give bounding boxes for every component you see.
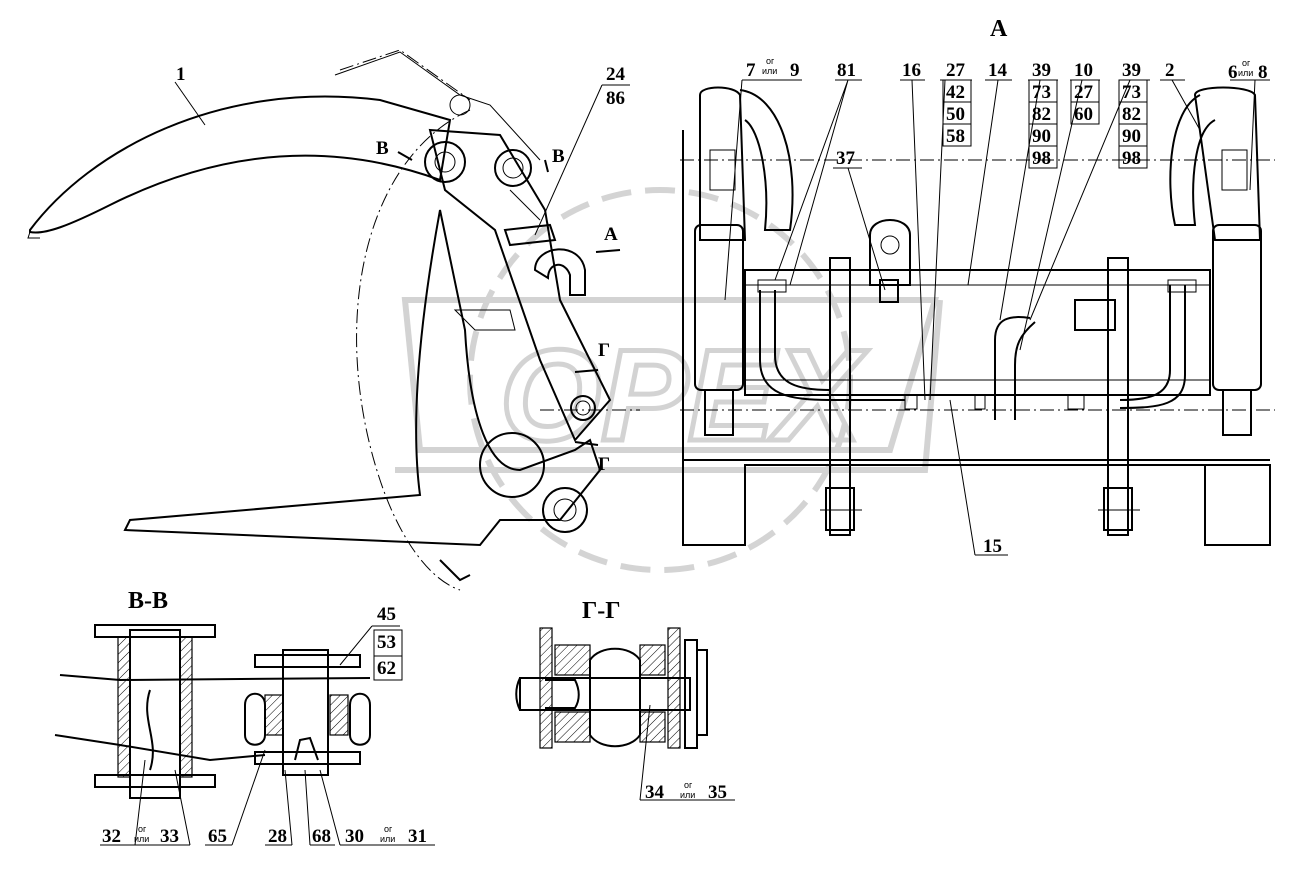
svg-text:27: 27 [946,60,966,81]
callout-stack-27: 27 42 50 58 [942,60,972,147]
view-label-a: А [990,16,1008,42]
callout-stack-39b: 39 73 82 90 98 [1118,60,1148,169]
svg-text:42: 42 [946,82,965,103]
arrow-label-a: А [604,224,618,245]
or-label-6-8-top: ог [1242,58,1251,68]
side-view-grapple [27,49,640,591]
callout-15: 15 [983,536,1002,557]
callout-6: 6 [1228,62,1238,83]
callout-37: 37 [836,148,856,169]
svg-text:90: 90 [1032,126,1051,147]
or-label-34-35-top: ог [684,780,693,790]
callout-33: 33 [160,826,179,847]
callout-62: 62 [377,658,396,679]
leader-lines [100,79,1270,846]
callout-7: 7 [746,60,756,81]
or-label-34-35: или [680,790,695,800]
or-label-30-31: или [380,834,395,844]
section-bb [54,624,371,799]
plan-view-a [680,86,1275,546]
svg-text:39: 39 [1032,60,1051,81]
or-label-30-31-top: ог [384,824,393,834]
callout-1: 1 [176,64,186,85]
svg-text:60: 60 [1074,104,1093,125]
callout-86: 86 [606,88,625,109]
callout-16: 16 [902,60,921,81]
section-title-bb: В-В [128,588,168,614]
svg-text:10: 10 [1074,60,1093,81]
cut-label-g-top: Г [598,340,610,361]
svg-text:27: 27 [1074,82,1094,103]
callout-9: 9 [790,60,800,81]
svg-text:73: 73 [1032,82,1051,103]
callout-24: 24 [606,64,626,85]
svg-text:82: 82 [1122,104,1141,125]
section-title-gg: Г-Г [582,598,621,624]
callout-31: 31 [408,826,427,847]
callout-32: 32 [102,826,121,847]
callout-65: 65 [208,826,227,847]
svg-text:90: 90 [1122,126,1141,147]
callout-28: 28 [268,826,287,847]
or-label-7-9-top: ог [766,56,775,66]
or-label-6-8: или [1238,68,1253,78]
section-gg [515,627,708,749]
callout-stack-39a: 39 73 82 90 98 [1028,60,1058,169]
callout-2: 2 [1165,60,1175,81]
callout-30: 30 [345,826,364,847]
callout-81: 81 [837,60,856,81]
or-label-32-33: или [134,834,149,844]
section-arrows [397,151,621,446]
svg-text:50: 50 [946,104,965,125]
cut-label-b-right: В [552,146,565,167]
svg-text:82: 82 [1032,104,1051,125]
or-label-32-33-top: ог [138,824,147,834]
callout-45: 45 [377,604,396,625]
labels: А А В В Г Г В-В Г-Г 1 24 86 7 ог или 9 8… [102,16,1268,847]
callout-53: 53 [377,632,396,653]
callout-8: 8 [1258,62,1268,83]
cut-label-g-bottom: Г [598,454,610,475]
svg-text:58: 58 [946,126,965,147]
callout-34: 34 [645,782,665,803]
cut-label-b-left: В [376,138,389,159]
svg-text:98: 98 [1122,148,1141,169]
svg-text:98: 98 [1032,148,1051,169]
callout-14: 14 [988,60,1008,81]
svg-text:73: 73 [1122,82,1141,103]
callout-68: 68 [312,826,331,847]
callout-stack-10: 10 27 60 [1070,60,1100,125]
svg-text:39: 39 [1122,60,1141,81]
callout-35: 35 [708,782,727,803]
or-label-7-9: или [762,66,777,76]
